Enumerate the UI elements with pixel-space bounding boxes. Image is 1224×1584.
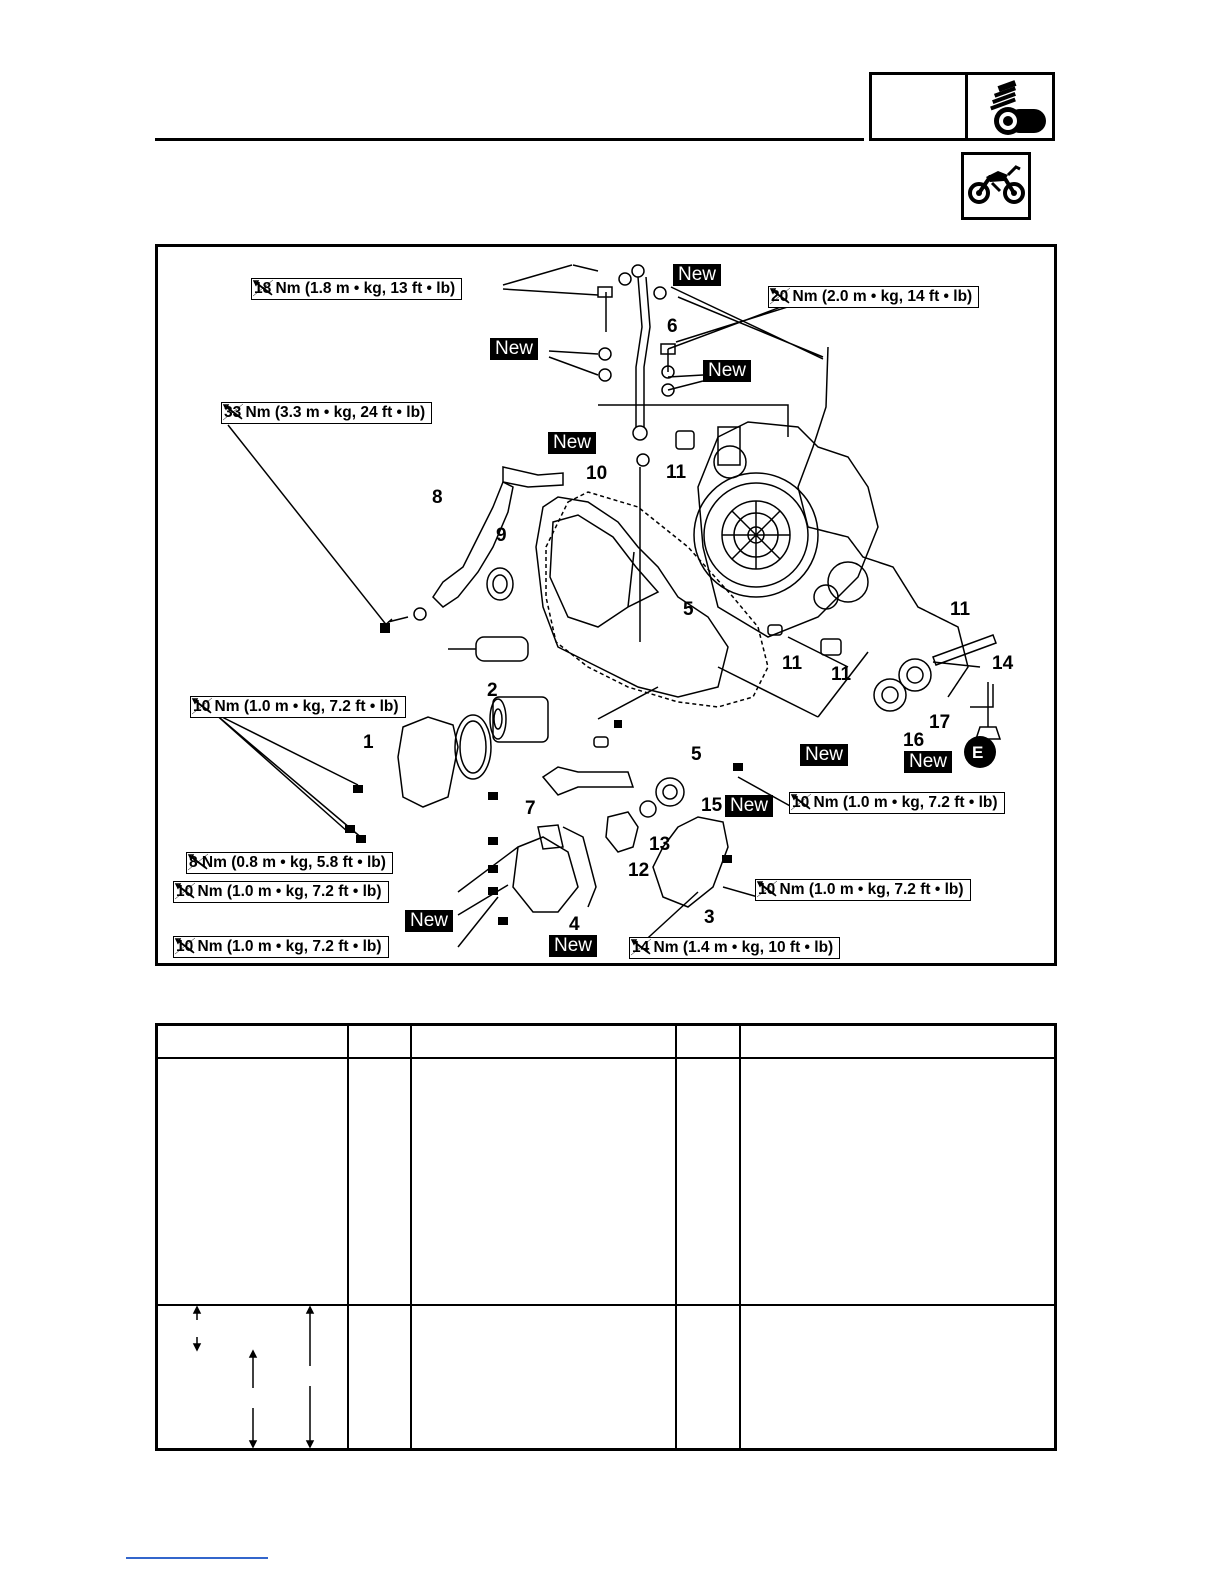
table-column-divider bbox=[347, 1026, 349, 1448]
part-number-11: 11 bbox=[831, 664, 852, 685]
part-number-3: 3 bbox=[704, 907, 715, 928]
part-number-4: 4 bbox=[569, 914, 580, 935]
part-number-11: 11 bbox=[950, 599, 971, 620]
section-title-box bbox=[869, 72, 968, 141]
part-number-17: 17 bbox=[929, 712, 951, 733]
engine-icon bbox=[990, 80, 1046, 135]
torque-spec-10nm-pump-lower: 10 Nm (1.0 m • kg, 7.2 ft • lb) bbox=[173, 936, 389, 958]
torque-spec-10nm-cover: 10 Nm (1.0 m • kg, 7.2 ft • lb) bbox=[789, 792, 1005, 814]
torque-wrench-icon bbox=[769, 287, 791, 305]
parts-table bbox=[155, 1023, 1057, 1451]
torque-wrench-icon bbox=[174, 882, 196, 900]
part-number-16: 16 bbox=[903, 730, 925, 751]
torque-value: 14 Nm (1.4 m • kg, 10 ft • lb) bbox=[632, 939, 834, 957]
torque-wrench-icon bbox=[174, 937, 196, 955]
part-number-11: 11 bbox=[782, 653, 803, 674]
part-number-8: 8 bbox=[432, 487, 443, 508]
torque-wrench-icon bbox=[191, 697, 213, 715]
footer-link-underline[interactable] bbox=[126, 1557, 268, 1559]
motorcycle-icon bbox=[968, 165, 1025, 204]
torque-spec-33nm: 33 Nm (3.3 m • kg, 24 ft • lb) bbox=[221, 402, 433, 424]
torque-spec-8nm: 8 Nm (0.8 m • kg, 5.8 ft • lb) bbox=[186, 852, 393, 874]
torque-value: 18 Nm (1.8 m • kg, 13 ft • lb) bbox=[254, 280, 456, 298]
torque-value: 10 Nm (1.0 m • kg, 7.2 ft • lb) bbox=[176, 938, 382, 956]
part-number-2: 2 bbox=[487, 680, 498, 701]
torque-value: 20 Nm (2.0 m • kg, 14 ft • lb) bbox=[771, 288, 973, 306]
new-part-tag: New bbox=[703, 360, 752, 382]
torque-wrench-icon bbox=[252, 279, 274, 297]
part-number-1: 1 bbox=[363, 732, 374, 753]
torque-spec-10nm-filter-cover: 10 Nm (1.0 m • kg, 7.2 ft • lb) bbox=[190, 696, 406, 718]
torque-value: 10 Nm (1.0 m • kg, 7.2 ft • lb) bbox=[758, 881, 964, 899]
torque-value: 10 Nm (1.0 m • kg, 7.2 ft • lb) bbox=[193, 698, 399, 716]
new-part-tag: New bbox=[800, 744, 849, 766]
order-arrows bbox=[192, 1305, 315, 1449]
lubricant-e-symbol: E bbox=[972, 743, 983, 762]
table-column-divider bbox=[739, 1026, 741, 1448]
table-column-divider bbox=[675, 1026, 677, 1448]
torque-value: 33 Nm (3.3 m • kg, 24 ft • lb) bbox=[224, 404, 426, 422]
torque-wrench-icon bbox=[756, 880, 778, 898]
part-number-9: 9 bbox=[496, 525, 507, 546]
part-number-11: 11 bbox=[666, 462, 687, 483]
new-part-tag: New bbox=[405, 910, 454, 932]
part-number-5: 5 bbox=[683, 599, 694, 620]
new-part-tag: New bbox=[904, 751, 953, 773]
header-rule bbox=[155, 138, 864, 141]
engine-icon-box bbox=[965, 72, 1055, 141]
part-number-15: 15 bbox=[701, 795, 723, 816]
torque-spec-14nm: 14 Nm (1.4 m • kg, 10 ft • lb) bbox=[629, 937, 841, 959]
torque-wrench-icon bbox=[630, 938, 652, 956]
torque-value: 8 Nm (0.8 m • kg, 5.8 ft • lb) bbox=[189, 854, 386, 872]
torque-spec-18nm: 18 Nm (1.8 m • kg, 13 ft • lb) bbox=[251, 278, 463, 300]
table-column-divider bbox=[410, 1026, 412, 1448]
new-part-tag: New bbox=[673, 264, 722, 286]
new-part-tag: New bbox=[549, 935, 598, 957]
part-number-5: 5 bbox=[691, 744, 702, 765]
new-part-tag: New bbox=[548, 432, 597, 454]
offroad-icon-box bbox=[961, 152, 1031, 220]
torque-wrench-icon bbox=[187, 853, 209, 871]
table-row-divider bbox=[158, 1304, 1054, 1306]
torque-wrench-icon bbox=[790, 793, 812, 811]
exploded-view-diagram: E 18 Nm (1.8 m • kg, 13 ft • lb) 20 Nm (… bbox=[155, 244, 1057, 966]
torque-spec-20nm: 20 Nm (2.0 m • kg, 14 ft • lb) bbox=[768, 286, 980, 308]
part-number-6: 6 bbox=[667, 316, 678, 337]
part-number-13: 13 bbox=[649, 834, 671, 855]
new-part-tag: New bbox=[725, 795, 774, 817]
part-number-12: 12 bbox=[628, 860, 650, 881]
torque-value: 10 Nm (1.0 m • kg, 7.2 ft • lb) bbox=[176, 883, 382, 901]
torque-spec-10nm-pump: 10 Nm (1.0 m • kg, 7.2 ft • lb) bbox=[173, 881, 389, 903]
torque-spec-10nm-pipe: 10 Nm (1.0 m • kg, 7.2 ft • lb) bbox=[755, 879, 971, 901]
table-header-divider bbox=[158, 1057, 1054, 1059]
torque-value: 10 Nm (1.0 m • kg, 7.2 ft • lb) bbox=[792, 794, 998, 812]
new-part-tag: New bbox=[490, 338, 539, 360]
part-number-7: 7 bbox=[525, 798, 536, 819]
torque-wrench-icon bbox=[222, 403, 244, 421]
diagram-artwork: E bbox=[213, 264, 1002, 948]
part-number-14: 14 bbox=[992, 653, 1014, 674]
part-number-10: 10 bbox=[586, 463, 608, 484]
